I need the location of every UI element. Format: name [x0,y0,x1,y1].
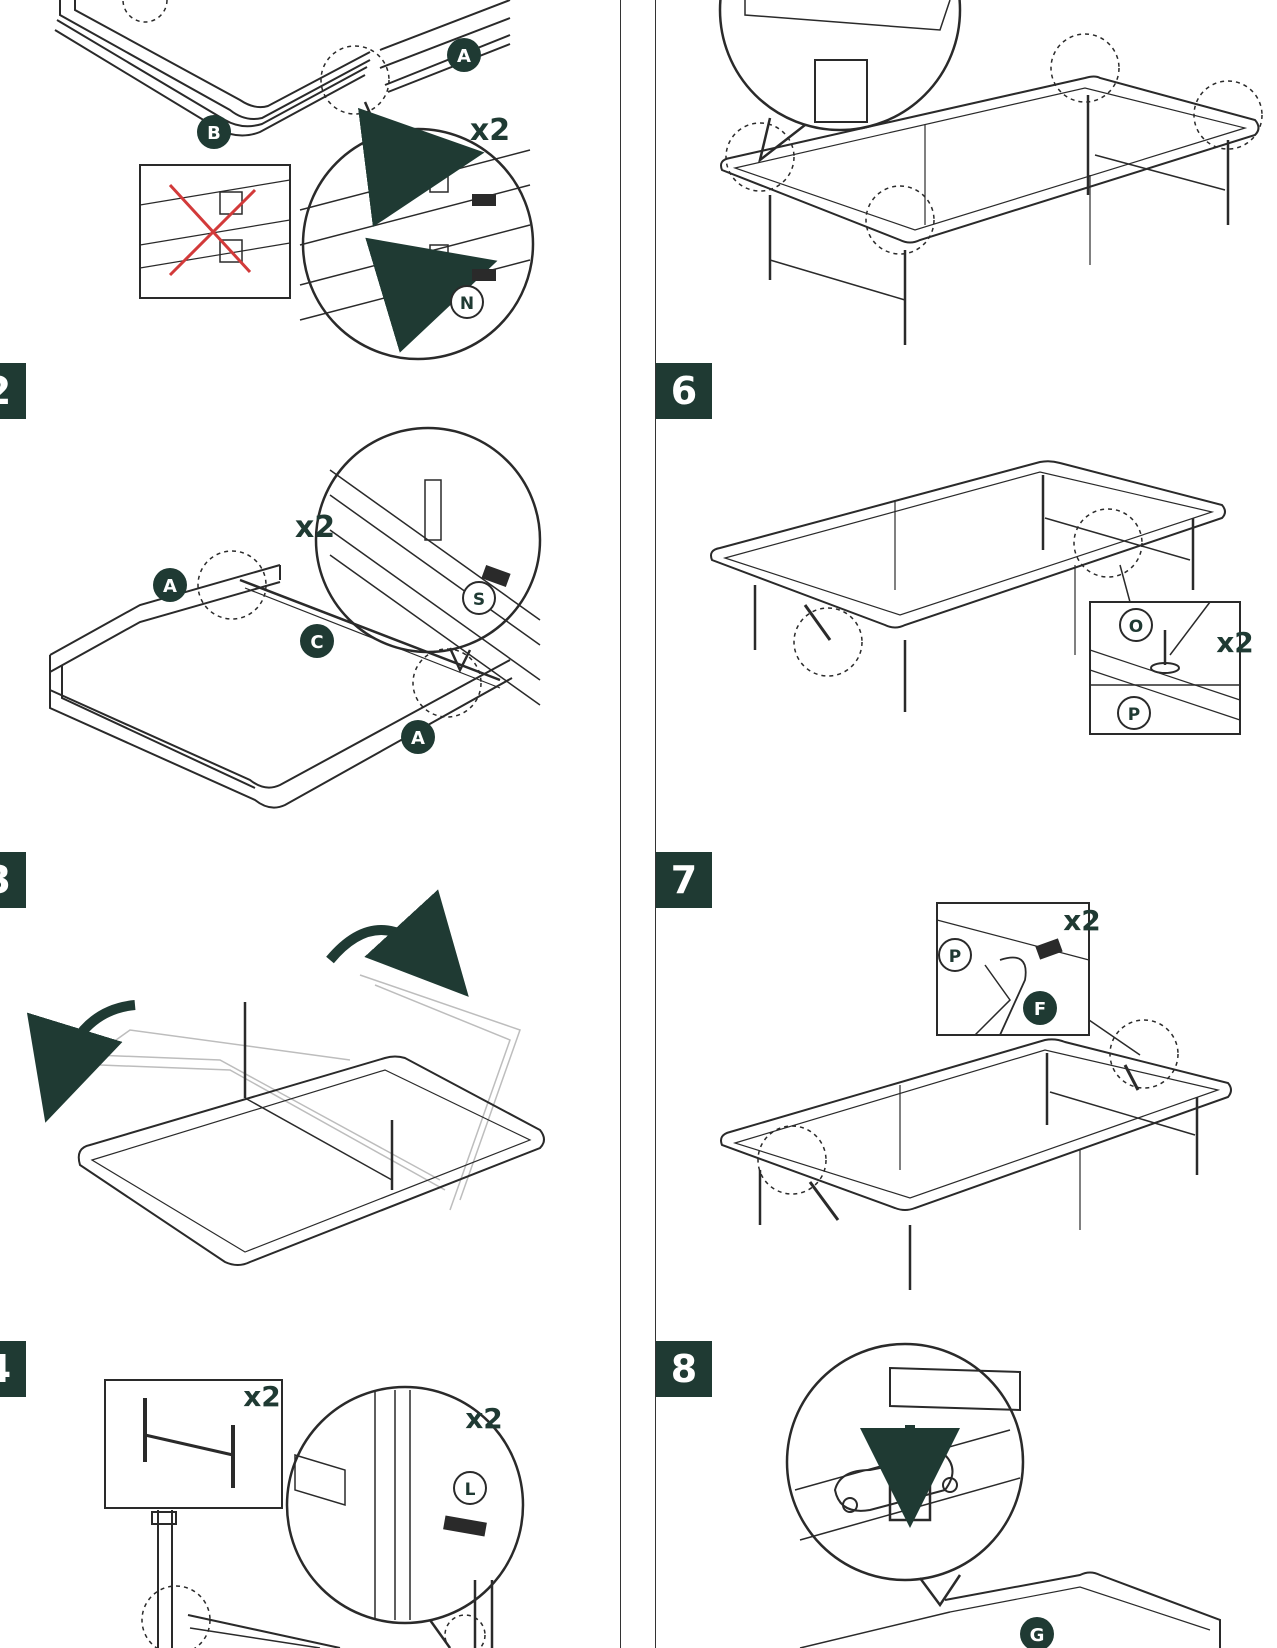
quantity-label: x2 [1216,626,1254,659]
part-label-p: P [1128,705,1140,725]
step2-illustration [49,426,542,809]
step1-illustration [54,0,535,361]
step8-illustration [785,1342,1221,1648]
part-label-n: N [460,294,474,314]
step7-labels: P F x2 [938,904,1101,1025]
step5-illustration [718,0,1263,345]
part-label-a-bottom: A [411,728,425,749]
part-label-b: B [207,123,221,144]
step2-labels: A C A x2 S [153,510,496,754]
step-badge-8: 8 [656,1341,712,1397]
step7-illustration [720,902,1232,1290]
part-label-p: P [949,947,961,967]
step6-illustration [710,460,1241,735]
part-label-c: C [310,632,323,653]
step3-illustration [26,889,545,1266]
quantity-label: x2 [470,113,510,148]
step-badge-7: 7 [656,852,712,908]
part-label-a: A [457,46,471,67]
part-label-o: O [1129,617,1143,637]
part-label-s: S [473,590,485,610]
part-label-f: F [1034,999,1046,1020]
part-label-l: L [465,1480,476,1500]
step4-illustration [104,1379,525,1648]
step-badge-6: 6 [656,363,712,419]
quantity-label-bolts: x2 [465,1402,503,1435]
step1-labels: A B x2 N [197,38,510,319]
column-separator-right [655,0,656,1648]
step-badge-3: 3 [0,852,26,908]
quantity-label: x2 [1063,904,1101,937]
column-separator-left [620,0,621,1648]
quantity-label: x2 [295,510,335,545]
part-label-g: G [1030,1625,1045,1646]
step-badge-2: 2 [0,363,26,419]
step4-labels: x2 x2 L [243,1380,503,1505]
step-badge-4: 4 [0,1341,26,1397]
step8-labels: G [1020,1617,1054,1648]
quantity-label-legs: x2 [243,1380,281,1413]
step6-labels: O P x2 [1117,608,1254,730]
part-label-a-top: A [163,576,177,597]
